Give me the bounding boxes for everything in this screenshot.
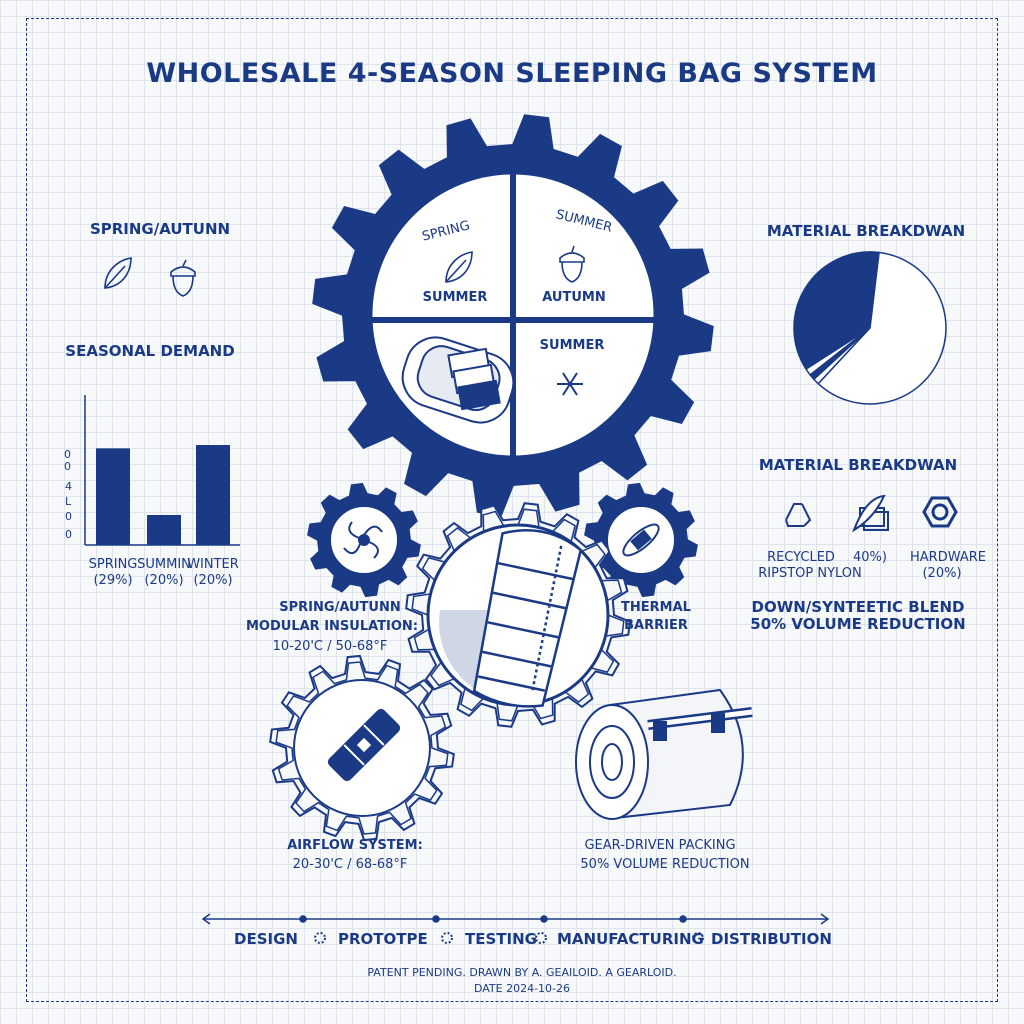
timeline-arrow bbox=[201, 913, 830, 925]
hardware-label: HARDWARE bbox=[910, 550, 986, 565]
acorn-icon bbox=[559, 245, 585, 283]
airflow-label-1: AIRFLOW SYSTEM: bbox=[287, 838, 423, 853]
feather-fabric-icon bbox=[852, 494, 889, 533]
fan-icon bbox=[343, 521, 383, 559]
thermal-label-2: BARRIER bbox=[624, 618, 688, 633]
bar bbox=[196, 445, 230, 545]
acorn-icon bbox=[170, 259, 196, 297]
leaf-icon bbox=[445, 251, 473, 283]
thermal-barrier-icon bbox=[622, 523, 660, 557]
blend-label: DOWN/SYNTEETIC BLEND bbox=[751, 598, 965, 616]
y-tick: 0 bbox=[65, 528, 72, 541]
bar-category-label: SPRING bbox=[88, 557, 138, 572]
footer-date: DATE 2024-10-26 bbox=[473, 982, 571, 995]
page-title: WHOLESALE 4-SEASON SLEEPING BAG SYSTEM bbox=[146, 58, 878, 89]
timeline-step-manufacturing: MANUFACTURING bbox=[557, 930, 704, 948]
y-tick: 4 bbox=[65, 480, 72, 493]
material-pie-chart bbox=[793, 251, 947, 405]
y-tick: 0 bbox=[64, 460, 71, 473]
timeline-step-design: DESIGN bbox=[234, 930, 298, 948]
spring-autumn-label: SPRING/AUTUNN bbox=[89, 220, 231, 238]
airflow-gear-inner-outline bbox=[275, 661, 449, 835]
snowflake-icon bbox=[557, 372, 583, 396]
y-tick: L bbox=[65, 495, 72, 508]
bar-category-pct: (20%) bbox=[193, 573, 233, 588]
hex-nut-icon bbox=[922, 496, 958, 528]
timeline-gear-icons bbox=[314, 932, 704, 944]
rolled-sleeping-bag-illustration bbox=[575, 688, 753, 820]
blend-reduction-label: 50% VOLUME REDUCTION bbox=[750, 615, 966, 633]
seasonal-demand-label: SEASONAL DEMAND bbox=[65, 342, 235, 360]
quadrant-summer-label: SUMMER bbox=[422, 290, 488, 305]
pie-slice bbox=[817, 251, 947, 405]
bar-category-label: WINTER bbox=[187, 557, 239, 572]
pie-slice bbox=[793, 251, 880, 371]
seasonal-demand-chart bbox=[84, 395, 240, 546]
airflow-strap-icon bbox=[327, 708, 401, 782]
timeline-step-testing: TESTING bbox=[465, 930, 537, 948]
y-tick: 0 bbox=[65, 510, 72, 523]
quadrant-winter-label: SUMMER bbox=[539, 338, 605, 353]
packing-label-2: 50% VOLUME REDUCTION bbox=[580, 857, 750, 872]
modular-label-3: 10-20'C / 50-68°F bbox=[272, 639, 388, 654]
thermal-label-1: THERMAL bbox=[621, 600, 691, 615]
recycle-icon bbox=[785, 503, 812, 527]
packing-label-1: GEAR-DRIVEN PACKING bbox=[584, 838, 736, 853]
material-breakdown-title: MATERIAL BREAKDWAN bbox=[766, 222, 966, 240]
blueprint-frame bbox=[26, 18, 998, 1002]
sleeping-bag-layers-illustration bbox=[401, 336, 515, 424]
y-tick: 0 bbox=[64, 448, 71, 461]
ripstop-label: RIPSTOP NYLON bbox=[758, 566, 862, 581]
material-breakdown-title-2: MATERIAL BREAKDWAN bbox=[758, 456, 958, 474]
down-pct-label: 40%) bbox=[853, 550, 887, 565]
modular-label-1: SPRING/AUTUNN bbox=[279, 600, 401, 615]
bar bbox=[147, 515, 181, 545]
modular-label-2: MODULAR INSULATION: bbox=[245, 619, 419, 634]
timeline-step-prototype: PROTOTPE bbox=[338, 930, 428, 948]
hardware-pct-label: (20%) bbox=[922, 566, 962, 581]
leaf-icon bbox=[104, 257, 132, 289]
recycled-label: RECYCLED bbox=[767, 550, 835, 565]
bar-category-pct: (20%) bbox=[144, 573, 184, 588]
airflow-label-2: 20-30'C / 68-68°F bbox=[292, 857, 408, 872]
sleeping-bag-illustration bbox=[472, 528, 583, 708]
bar-category-pct: (29%) bbox=[93, 573, 133, 588]
footer-patent-note: PATENT PENDING. DRAWN BY A. GEAILOID. A … bbox=[367, 966, 677, 979]
quadrant-autumn-label: AUTUMN bbox=[542, 290, 606, 305]
bar bbox=[96, 448, 130, 545]
timeline-step-distribution: DISTRIBUTION bbox=[711, 930, 832, 948]
bar-category-label: SUMMIN bbox=[137, 557, 191, 572]
